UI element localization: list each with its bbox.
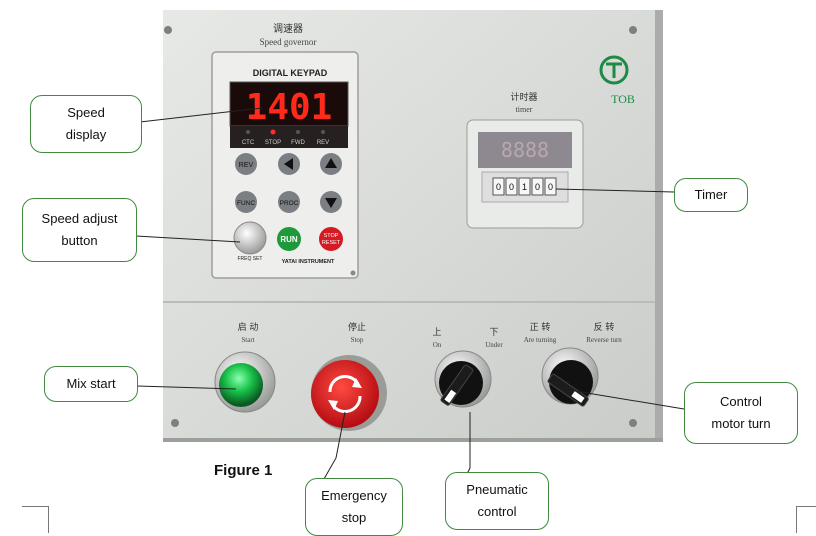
left-arrow-icon [284,158,293,170]
governor-en-label: Speed governor [260,37,317,47]
emergency-stop-callout: Emergency stop [305,478,403,536]
timer-cn-label: 计时器 [510,91,537,103]
mix-start-callout: Mix start [44,366,138,402]
crop-mark [22,506,49,533]
timer-digit: 1 [522,182,527,192]
callout-line: control [477,504,517,519]
tob-logo-icon [599,55,629,85]
stop-reset-label: RESET [322,240,341,246]
under-en-label: Under [485,341,503,349]
timer-display [478,132,572,168]
reverse-turn-en-label: Reverse turn [586,336,622,344]
on-en-label: On [433,341,442,349]
stop-indicator-led [270,129,276,135]
screw-icon [171,419,179,427]
logo-text: TOB [611,92,635,106]
governor-cn-label: 调速器 [273,23,303,35]
timer-callout: Timer [674,178,748,212]
up-arrow-icon [325,158,337,168]
callout-leader-lines [135,107,691,487]
svg-text:8888: 8888 [501,138,549,162]
proc-key[interactable] [278,191,300,213]
are-turning-cn-label: 正 转 [530,321,551,333]
freq-set-label: FREQ SET [237,256,262,262]
callout-line: stop [341,510,367,525]
speed-display-callout: Speed display [30,95,142,153]
start-en-label: Start [241,336,254,344]
timer-digit: 0 [535,182,540,192]
screw-icon [629,26,637,34]
speed-display [229,81,349,127]
start-cn-label: 启 动 [238,321,259,333]
down-arrow-icon [325,198,337,208]
func-key[interactable] [235,191,257,213]
keypad-title: DIGITAL KEYPAD [253,68,328,78]
callout-line: Timer [694,187,728,202]
screw-icon [164,26,172,34]
callout-line: Control [720,394,762,409]
callout-line: button [61,233,98,248]
func-key-label: FUNC [237,200,255,207]
run-button-label: RUN [280,235,298,244]
callout-line: Mix start [66,376,116,391]
maker-label: YATAI INSTRUMENT [282,259,335,265]
on-cn-label: 上 [432,327,441,338]
motor-turn-selector-switch[interactable] [549,360,593,404]
timer-digit: 0 [496,182,501,192]
proc-key-label: PROC [280,200,299,207]
timer-dial-switches: 0 0 1 0 0 [492,177,557,196]
screw-icon [629,419,637,427]
control-motor-turn-callout: Control motor turn [684,382,798,444]
callout-line: display [65,127,107,142]
under-cn-label: 下 [489,328,498,338]
callout-line: Emergency [321,488,387,503]
figure-caption: Figure 1 [214,462,273,479]
rev-key[interactable] [235,153,257,175]
stop-reset-label: STOP [324,233,339,239]
mix-start-button[interactable] [219,363,263,407]
timer-en-label: timer [516,105,533,114]
are-turning-en-label: Are turning [524,336,557,344]
speed-adjust-knob[interactable] [233,221,267,255]
stop-en-label: Stop [351,336,364,344]
speed-value: 1401 [246,87,333,128]
indicator-label: STOP [265,140,281,146]
run-button[interactable] [277,227,301,251]
pneumatic-control-callout: Pneumatic control [445,472,549,530]
indicator-label: FWD [291,140,305,146]
timer-digit: 0 [509,182,514,192]
callout-line: Pneumatic [466,482,528,497]
callout-line: motor turn [711,416,771,431]
callout-line: Speed adjust [41,211,118,226]
timer-digit: 0 [548,182,553,192]
speed-adjust-callout: Speed adjust button [22,198,137,262]
rev-key-label: REV [239,162,254,169]
indicator-label: CTC [242,140,255,146]
emergency-stop-button[interactable] [311,360,379,428]
callout-line: Speed [67,105,105,120]
reverse-turn-cn-label: 反 转 [594,321,615,333]
stop-cn-label: 停止 [348,321,366,333]
indicator-label: REV [317,140,329,146]
crop-mark [796,506,816,533]
stop-reset-button[interactable] [319,227,343,251]
